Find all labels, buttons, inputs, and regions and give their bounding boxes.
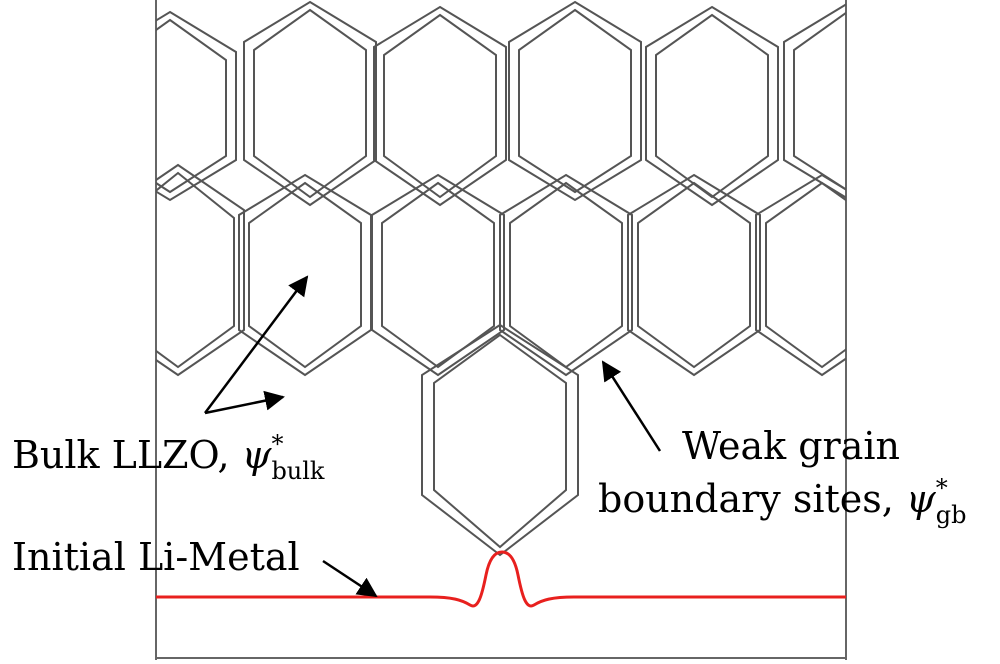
grain-outline xyxy=(156,171,235,369)
grain-outline xyxy=(508,0,642,202)
grain-boundary-arrow xyxy=(601,360,662,452)
weak-grain-label-line1: Weak grain xyxy=(682,424,900,468)
li-metal-interface-curve xyxy=(156,550,846,608)
grain-outline xyxy=(421,323,579,557)
weak-grain-label-line2: boundary sites, ψ*gb xyxy=(598,474,966,529)
grain-outline xyxy=(156,10,237,202)
bulk-arrow-lower xyxy=(204,390,285,415)
grain-outline xyxy=(645,5,779,207)
bulk-arrow-upper xyxy=(204,275,309,414)
grain-outline xyxy=(793,11,846,191)
grain-outline xyxy=(156,163,245,377)
initial-li-metal-label: Initial Li-Metal xyxy=(12,535,300,579)
grain-outline xyxy=(755,173,846,377)
grain-outline xyxy=(383,13,497,199)
grain-outline xyxy=(499,173,633,377)
grain-outline xyxy=(433,333,567,549)
li-metal-arrow xyxy=(322,559,378,598)
grain-outline xyxy=(518,8,632,194)
grain-outline xyxy=(655,13,769,199)
grain-outline xyxy=(371,173,505,377)
grain-outline xyxy=(783,3,846,199)
grain-outline xyxy=(156,18,227,194)
domain-frame xyxy=(155,0,847,660)
grain-outline xyxy=(381,181,495,369)
grain-outline xyxy=(637,181,751,369)
grain-outline xyxy=(373,5,507,207)
grain-outline xyxy=(765,181,846,369)
grain-outline xyxy=(253,8,367,199)
grain-outline xyxy=(238,173,372,377)
grain-outline xyxy=(627,173,761,377)
grain-outline xyxy=(248,181,362,369)
grain-outline xyxy=(509,181,623,369)
bulk-llzo-label: Bulk LLZO, ψ*bulk xyxy=(12,430,325,485)
grain-outline xyxy=(243,0,377,207)
annotation-arrows xyxy=(204,275,662,598)
grain-boundary-network xyxy=(156,0,846,557)
